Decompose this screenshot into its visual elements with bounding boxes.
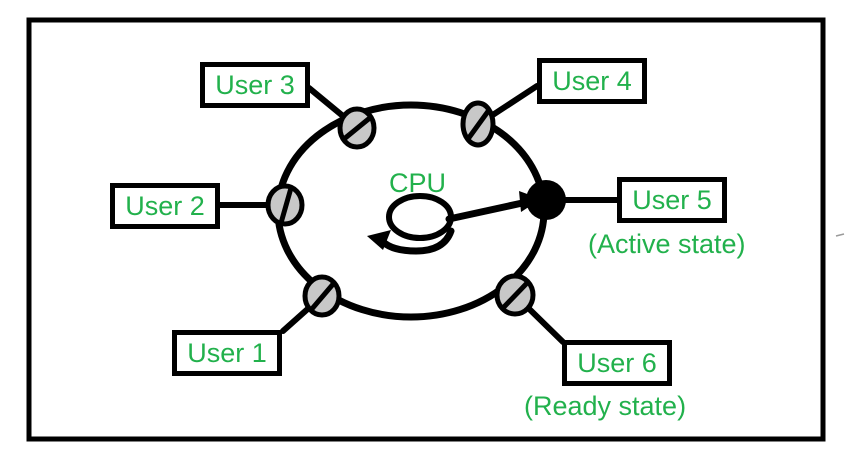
label-text-user-1: User 1 <box>187 337 267 368</box>
cpu-rotation-arrow-icon <box>367 227 455 255</box>
cpu-label: CPU <box>389 168 447 198</box>
label-text-user-3: User 3 <box>215 69 295 100</box>
node-user-5-active[interactable] <box>526 180 566 220</box>
state-caption-user-6: (Ready state) <box>524 391 687 421</box>
node-user-6[interactable] <box>494 273 536 317</box>
label-box-user-5[interactable]: User 5 <box>617 177 727 223</box>
node-user-3[interactable] <box>337 106 377 150</box>
label-box-user-4[interactable]: User 4 <box>537 58 647 104</box>
state-caption-user-5: (Active state) <box>588 229 746 259</box>
label-text-user-6: User 6 <box>577 347 657 378</box>
label-box-user-2[interactable]: User 2 <box>110 183 220 229</box>
node-user-4[interactable] <box>460 100 496 148</box>
label-box-user-6[interactable]: User 6 <box>562 340 672 386</box>
label-text-user-2: User 2 <box>125 190 205 221</box>
node-user-1[interactable] <box>302 274 342 318</box>
label-box-user-3[interactable]: User 3 <box>200 62 310 108</box>
edge-tick-mark <box>835 233 845 237</box>
cpu-core-ellipse <box>386 193 454 241</box>
label-box-user-1[interactable]: User 1 <box>172 330 282 376</box>
node-user-2[interactable] <box>265 183 305 227</box>
label-text-user-4: User 4 <box>552 65 632 96</box>
label-text-user-5: User 5 <box>632 184 712 215</box>
